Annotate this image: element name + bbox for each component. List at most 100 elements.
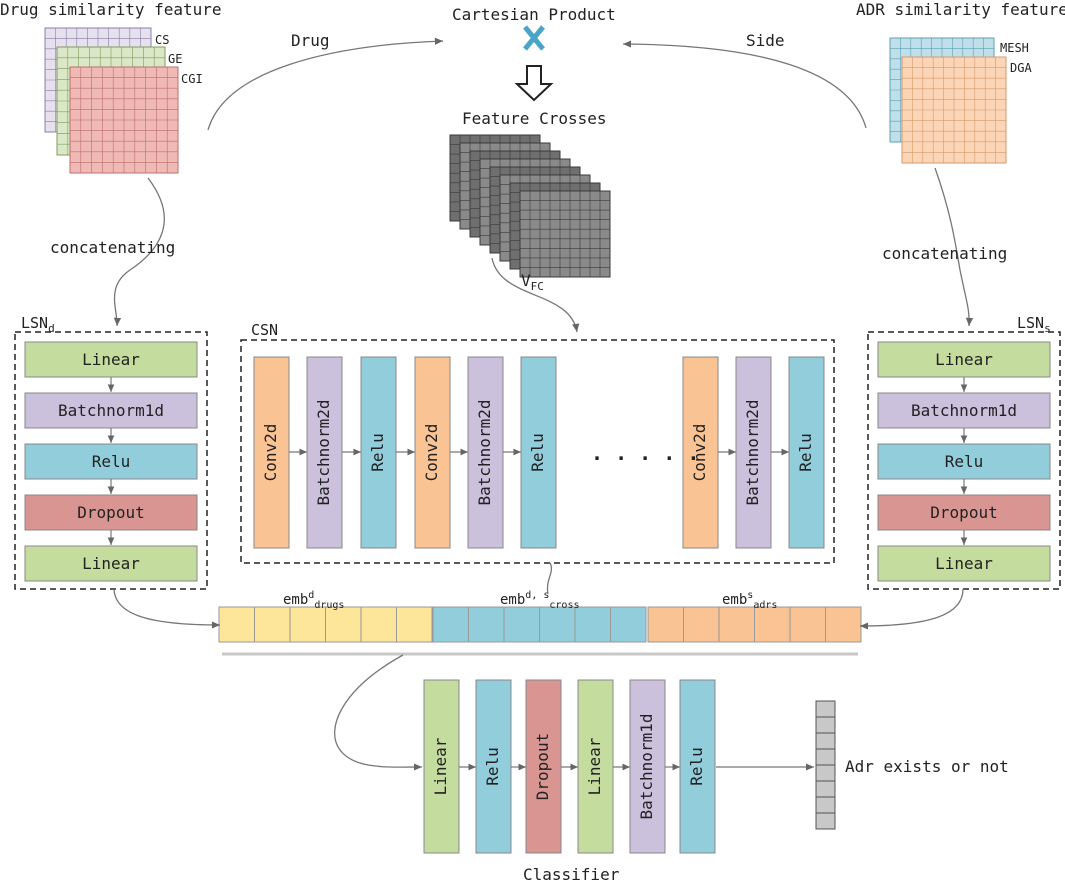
block-box [577,679,614,854]
layer-label: Dropout [77,503,144,522]
block-label: Conv2d [690,424,709,482]
vfc-label: VFC [521,271,544,293]
lsn-d-to-emb-arrow [113,588,221,629]
layer-box [24,443,198,480]
drug-arrow-label: Drug [291,31,330,50]
block-label: Batchnorm2d [475,400,494,506]
emb-adrs-label: embsadrs [722,590,777,611]
csn-label: CSN [251,321,278,339]
adr-concat-arrow [934,167,974,327]
layer-box [24,341,198,378]
layer-label: Linear [82,554,140,573]
emb-drugs-cell [325,606,362,643]
block-label: Relu [368,433,387,472]
csn-to-emb-line [546,562,553,595]
layer-box [877,341,1051,378]
block-label: Relu [796,433,815,472]
layer-label: Linear [82,350,140,369]
csn-ellipsis: . . . . . [591,441,699,465]
block-box [679,679,716,854]
embedding-concat-bar [218,606,862,643]
output-cell [815,716,836,734]
block-label: Linear [431,737,450,795]
dga-layer-label: DGA [1010,61,1032,75]
adr-concat-label: concatenating [882,244,1007,263]
block-label: Linear [585,737,604,795]
emb-drugs-cell [396,606,433,643]
emb-to-classifier-arrow [334,654,423,771]
drug-similarity-grids [44,27,179,174]
layer-box [877,545,1051,582]
block-label: Relu [483,747,502,786]
emb-cross-cell [503,606,540,643]
output-cell [815,732,836,750]
mesh-layer-label: MESH [1000,41,1029,55]
emb-drugs-cell [360,606,397,643]
emb-adrs-cell [825,606,862,643]
emb-cross-cell [610,606,647,643]
emb-drugs-cell [289,606,326,643]
layer-label: Relu [945,452,984,471]
emb-adrs-cell [718,606,755,643]
block-box [360,356,397,549]
layer-label: Batchnorm1d [911,401,1017,420]
side-arrow-label: Side [746,31,785,50]
output-cell [815,700,836,718]
cartesian-cross-icon [523,25,545,51]
emb-drugs-cell [218,606,255,643]
layer-box [877,494,1051,531]
block-box [520,356,557,549]
adr-similarity-title: ADR similarity feature [856,0,1065,19]
block-box [788,356,825,549]
layer-label: Linear [935,554,993,573]
emb-drugs-label: embddrugs [283,590,344,611]
layer-box [877,443,1051,480]
layer-box [24,545,198,582]
output-cell [815,780,836,798]
emb-drugs-cell [254,606,291,643]
emb-cross-cell [539,606,576,643]
csn-module: CSN Conv2d Batchnorm2d Relu Conv2d Batchnorm… [240,321,835,564]
block-box [414,356,451,549]
feature-crosses-label: Feature Crosses [462,109,607,128]
block-label: Relu [687,747,706,786]
feature-cross-stack [449,134,611,278]
emb-cross-cell [432,606,469,643]
drug-arrow [207,37,444,131]
block-box [682,356,719,549]
block-label: Batchnorm2d [314,400,333,506]
emb-cross-cell [468,606,505,643]
layer-box [877,392,1051,429]
block-box [467,356,504,549]
block-label: Conv2d [422,424,441,482]
block-box [735,356,772,549]
adr-similarity-grids [889,37,1007,164]
block-label: Batchnorm2d [743,400,762,506]
block-box [475,679,512,854]
lsn-s-to-emb-arrow [859,588,964,630]
dga-grid [901,56,1007,164]
block-box [423,679,460,854]
layer-box [24,494,198,531]
hollow-down-arrow-icon [514,65,554,102]
drug-concat-label: concatenating [50,238,175,257]
vfc-arrow [491,257,580,333]
lsn-d-label: LSNd [21,314,55,335]
block-box [629,679,666,854]
feature-cross-layer [519,190,611,278]
emb-adrs-cell [789,606,826,643]
output-label: Adr exists or not [845,757,1009,776]
output-cell [815,796,836,814]
output-cell [815,764,836,782]
cgi-grid [69,66,179,174]
output-vector [815,700,836,830]
cartesian-product-label: Cartesian Product [452,5,616,24]
block-box [253,356,290,549]
block-label: Batchnorm1d [637,714,656,820]
side-arrow [622,40,867,129]
block-label: Dropout [533,733,552,800]
emb-adrs-cell [647,606,684,643]
